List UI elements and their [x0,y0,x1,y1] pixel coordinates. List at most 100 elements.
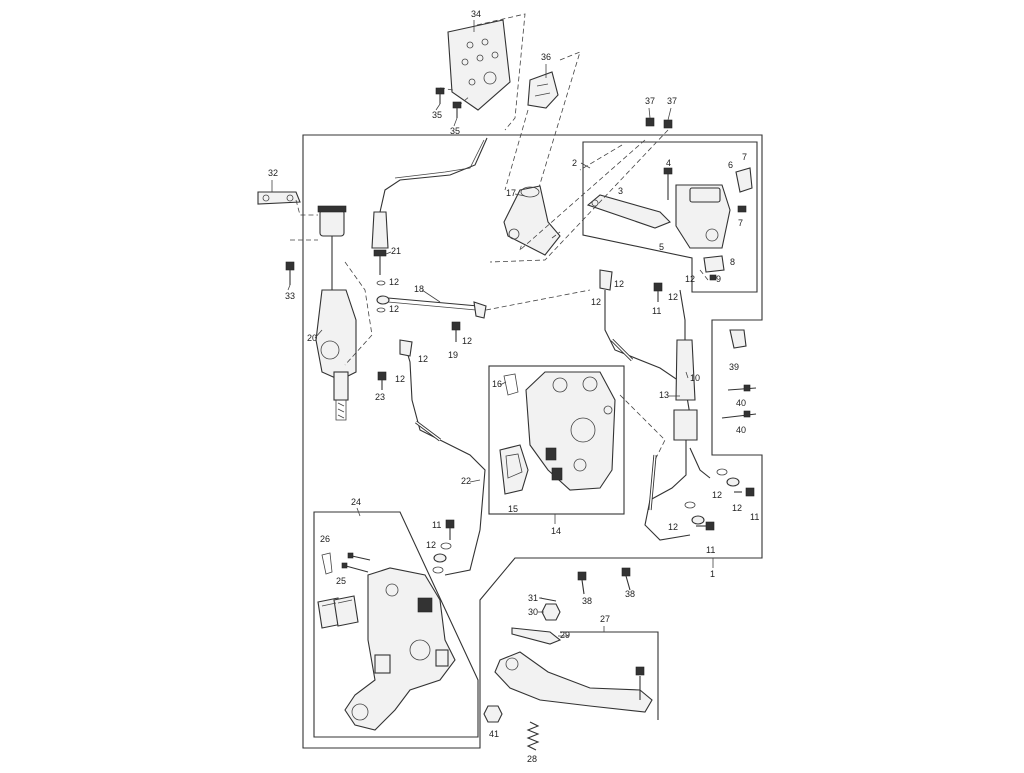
callout-7a: 7 [742,152,747,162]
brake-pedal-group-box [560,631,659,720]
rear-master-cylinder-part [315,205,357,421]
callout-18: 18 [414,284,424,294]
bolt-33 [285,261,295,285]
callout-15: 15 [508,504,518,514]
callout-12d: 12 [418,354,428,364]
callout-4: 4 [666,158,671,168]
bracket-36-part [527,71,559,109]
front-caliper-group-box [488,365,625,515]
bolt-38b [621,567,631,591]
callout-12f: 12 [614,279,624,289]
callout-12k: 12 [732,503,742,513]
pad-spring-16 [503,373,519,396]
callout-13: 13 [659,390,669,400]
brake-pedal-part [494,651,653,713]
upper-hose [379,137,488,213]
callout-38a: 38 [582,596,592,606]
callout-labels: 1 2 3 4 5 6 7 7 8 9 10 11 11 11 11 12 12… [268,9,759,764]
bracket-32-part [257,191,301,205]
callout-11a: 11 [652,306,661,316]
callout-20: 20 [307,333,317,343]
callout-11d: 11 [432,520,441,530]
callout-12l: 12 [668,522,678,532]
callout-32: 32 [268,168,278,178]
washer-set-rear [432,542,452,574]
callout-29: 29 [560,630,570,640]
bolt-11-front-a [734,487,755,497]
callout-9: 9 [716,274,721,284]
pin-31 [539,597,557,602]
callout-12b: 12 [389,304,399,314]
callout-23: 23 [375,392,385,402]
brake-pad-15 [499,444,529,495]
bolt-11-upper [653,282,663,302]
bolt-11-front-b [696,521,715,531]
callout-40b: 40 [736,425,746,435]
callout-12i: 12 [668,292,678,302]
callout-12a: 12 [389,277,399,287]
rear-brake-pads-25 [317,595,359,629]
cable-tie-40b [721,410,757,419]
callout-12c: 12 [462,336,472,346]
callout-33: 33 [285,291,295,301]
callout-34: 34 [471,9,481,19]
callout-12e: 12 [395,374,405,384]
callout-10: 10 [690,373,700,383]
switch-part-8 [703,255,725,281]
assembly-frame [302,134,763,749]
callout-3: 3 [618,186,623,196]
washer-set-left [376,280,390,313]
callout-36: 36 [541,52,551,62]
bolt-35a [435,87,445,104]
hose-clip-39 [729,329,747,349]
callout-12h: 12 [685,274,695,284]
callout-14: 14 [551,526,561,536]
callout-22: 22 [461,476,471,486]
link-rod-29 [511,627,562,645]
bolt-38a [577,571,587,595]
callout-2: 2 [572,158,577,168]
callout-39: 39 [729,362,739,372]
callout-12m: 12 [426,540,436,550]
front-master-cylinder-part [663,167,731,249]
callout-11c: 11 [706,545,715,555]
callout-35a: 35 [432,110,442,120]
callout-12g: 12 [591,297,601,307]
washer-set-front [684,468,740,525]
callout-6: 6 [728,160,733,170]
callout-31: 31 [528,593,538,603]
rear-caliper-group-box [313,511,479,738]
mounting-plate-part [447,19,511,111]
callout-5: 5 [659,242,664,252]
bolt-23 [377,371,387,390]
callout-28: 28 [527,754,537,764]
callout-7b: 7 [738,218,743,228]
junction-bracket-17 [503,185,561,256]
hose-fitting-21 [371,211,389,275]
cable-tie-40a [727,384,757,392]
callout-37a: 37 [645,96,655,106]
nut-30 [541,603,561,621]
rear-caliper-part [344,567,456,731]
brake-hose-18 [387,297,479,307]
front-caliper-part [525,371,616,491]
bolt-11-rear [445,519,455,540]
callout-17: 17 [506,188,516,198]
callout-38b: 38 [625,589,635,599]
pad-pins-26 [321,552,371,575]
bolt-35b [452,101,462,118]
bolt-19 [451,321,461,342]
callout-8: 8 [730,257,735,267]
brake-lever-group-box [582,141,758,293]
callout-30: 30 [528,607,538,617]
callout-12j: 12 [712,490,722,500]
spring-28 [526,721,540,751]
clamp-part-6 [735,167,753,213]
nut-41 [483,705,503,723]
callout-1: 1 [710,569,715,579]
callout-41: 41 [489,729,499,739]
callout-26: 26 [320,534,330,544]
callout-19: 19 [448,350,458,360]
